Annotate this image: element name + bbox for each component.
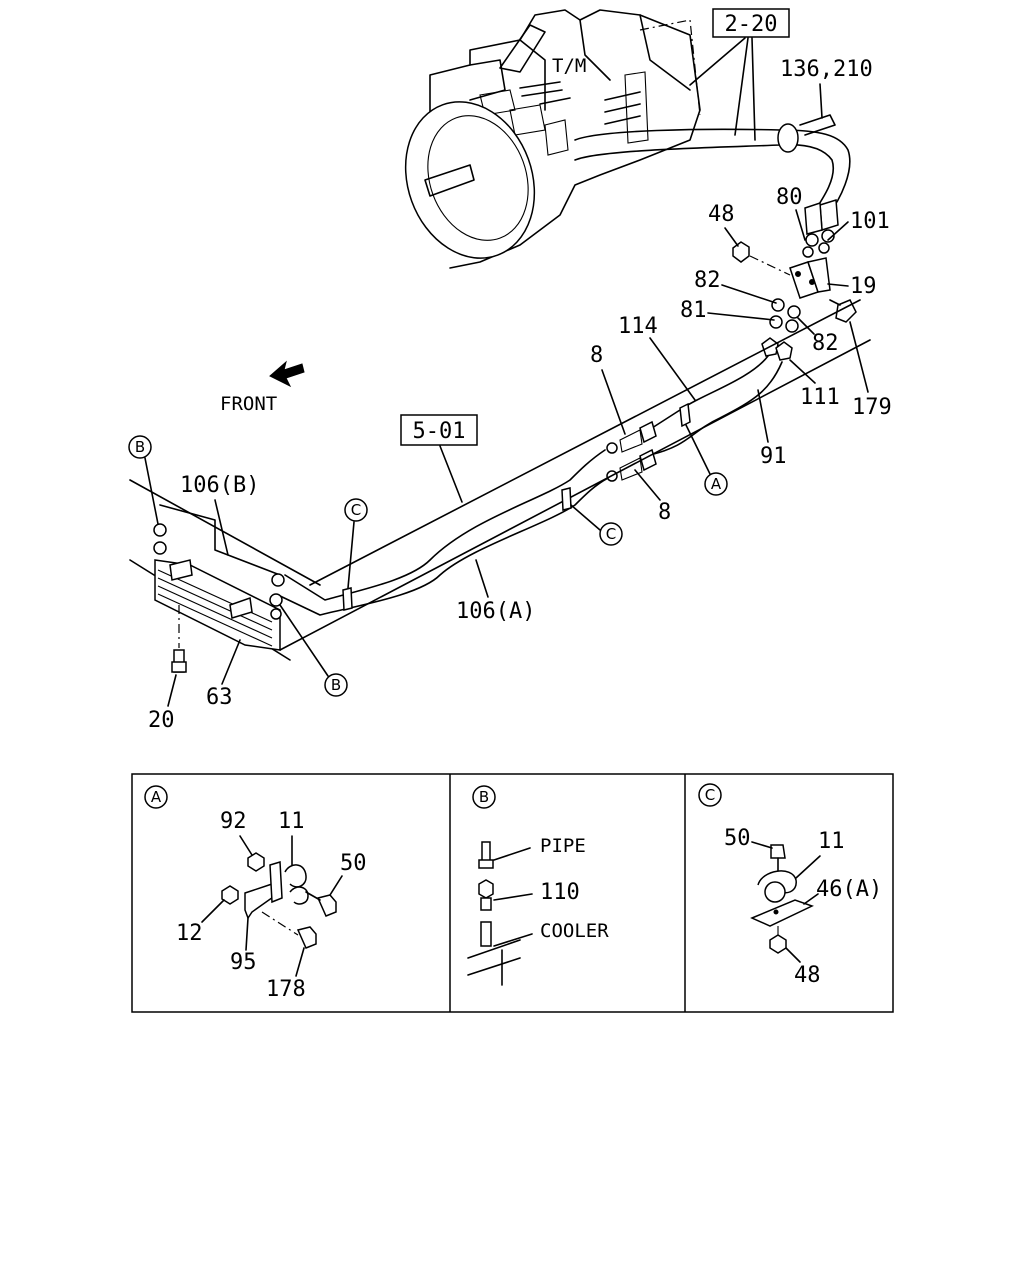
callout-114: 114 — [618, 314, 658, 339]
callout-101: 101 — [850, 209, 890, 234]
panel-a-marker: A — [144, 785, 168, 809]
panel-c-marker-label: C — [705, 786, 715, 804]
panel-a-callout-50: 50 — [340, 851, 367, 876]
panel-b-marker: B — [472, 785, 496, 809]
front-arrow — [269, 360, 305, 388]
detail-marker-b-bottom-label: B — [331, 676, 341, 694]
panel-b-callout-110: 110 — [540, 880, 580, 905]
detail-marker-b-top[interactable]: B — [128, 435, 152, 459]
panel-b-marker-label: B — [479, 788, 489, 806]
callout-81: 81 — [680, 298, 707, 323]
callout-179: 179 — [852, 395, 892, 420]
bracket-assembly — [732, 241, 857, 361]
transmission-label: T/M — [552, 55, 586, 77]
callout-8-lower: 8 — [658, 500, 671, 525]
panel-a-callout-11: 11 — [278, 809, 305, 834]
callout-20: 20 — [148, 708, 175, 733]
panel-a-callout-95: 95 — [230, 950, 257, 975]
ref-box-2-20[interactable]: 2-20 — [712, 8, 790, 38]
panel-a-callout-178: 178 — [266, 977, 306, 1002]
panel-b-callout-cooler: COOLER — [540, 920, 609, 942]
callout-106b: 106(B) — [180, 473, 259, 498]
callout-91: 91 — [760, 444, 787, 469]
panel-c-callout-46a: 46(A) — [816, 877, 882, 902]
panel-c-callout-48: 48 — [794, 963, 821, 988]
callout-111: 111 — [800, 385, 840, 410]
detail-marker-c-left-label: C — [351, 501, 361, 519]
detail-marker-b-bottom[interactable]: B — [324, 673, 348, 697]
detail-marker-a-label: A — [711, 475, 722, 493]
panel-c-marker: C — [698, 783, 722, 807]
callout-19: 19 — [850, 274, 877, 299]
detail-panels — [131, 773, 894, 1013]
detail-panel-c: C 50 11 46(A) 48 — [698, 783, 882, 988]
detail-marker-a[interactable]: A — [704, 472, 728, 496]
detail-marker-c-right-label: C — [606, 525, 616, 543]
detail-marker-b-top-label: B — [135, 438, 145, 456]
callout-80: 80 — [776, 185, 803, 210]
oil-cooler — [153, 523, 285, 673]
panel-b-callout-pipe: PIPE — [540, 835, 586, 857]
cooler-pipes — [159, 449, 609, 616]
panel-c-callout-11: 11 — [818, 829, 845, 854]
panel-a-marker-label: A — [151, 788, 162, 806]
panel-a-callout-12: 12 — [176, 921, 203, 946]
detail-marker-c-right[interactable]: C — [599, 522, 623, 546]
detail-panel-a: A 92 11 50 12 95 178 — [144, 785, 367, 1002]
pipes-91-114 — [606, 355, 783, 482]
callout-63: 63 — [206, 685, 233, 710]
callout-82-right: 82 — [812, 331, 839, 356]
front-label: FRONT — [220, 393, 277, 415]
ref-box-5-01[interactable]: 5-01 — [400, 414, 478, 446]
fitting-8-upper — [606, 420, 657, 454]
callout-82-left: 82 — [694, 268, 721, 293]
transmission — [404, 9, 701, 269]
callout-106a: 106(A) — [456, 599, 535, 624]
transmission-hoses — [574, 114, 851, 258]
ref-box-5-01-label: 5-01 — [413, 419, 466, 444]
callout-136-210: 136,210 — [780, 57, 873, 82]
ref-box-2-20-label: 2-20 — [725, 12, 778, 37]
callout-8-upper: 8 — [590, 343, 603, 368]
detail-marker-c-left[interactable]: C — [344, 498, 368, 522]
panel-a-callout-92: 92 — [220, 809, 247, 834]
detail-panel-b: B PIPE 110 COOLER — [467, 785, 609, 986]
callout-48: 48 — [708, 202, 735, 227]
panel-c-callout-50: 50 — [724, 826, 751, 851]
